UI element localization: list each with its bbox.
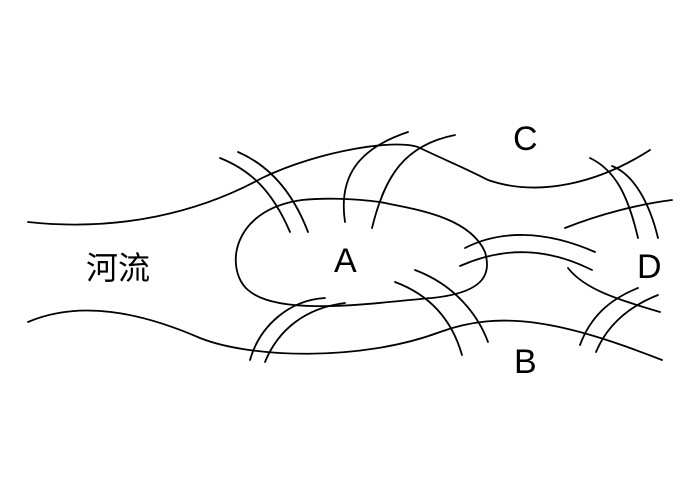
bridge-3-rail-lower xyxy=(459,251,593,271)
river-label: 河流 xyxy=(86,249,151,287)
river-bank-north xyxy=(27,143,651,226)
bridge-3-rail-upper xyxy=(464,234,596,253)
bridge-7-rail-right xyxy=(595,294,659,353)
region-d-label: D xyxy=(637,248,662,286)
bridge-5-rail-left xyxy=(394,281,463,356)
river-bank-south xyxy=(27,309,663,361)
bridge-4-rail-left xyxy=(249,297,326,361)
bridge-5-rail-right xyxy=(414,269,489,343)
land-d-upper-edge xyxy=(564,199,673,229)
bridge-2-rail-right xyxy=(371,134,456,229)
land-d-lower-edge xyxy=(567,267,661,313)
bridge-1-rail-right xyxy=(237,151,309,233)
region-b-label: B xyxy=(514,343,537,381)
region-c-label: C xyxy=(513,120,538,158)
region-a-label: A xyxy=(334,242,357,280)
bridge-7-rail-left xyxy=(579,287,639,346)
bridge-1-rail-left xyxy=(219,157,291,233)
bridge-2-rail-left xyxy=(342,131,409,223)
bridge-6-rail-left xyxy=(589,157,639,239)
bridge-6-rail-right xyxy=(611,165,659,239)
bridge-4-rail-right xyxy=(264,302,346,363)
